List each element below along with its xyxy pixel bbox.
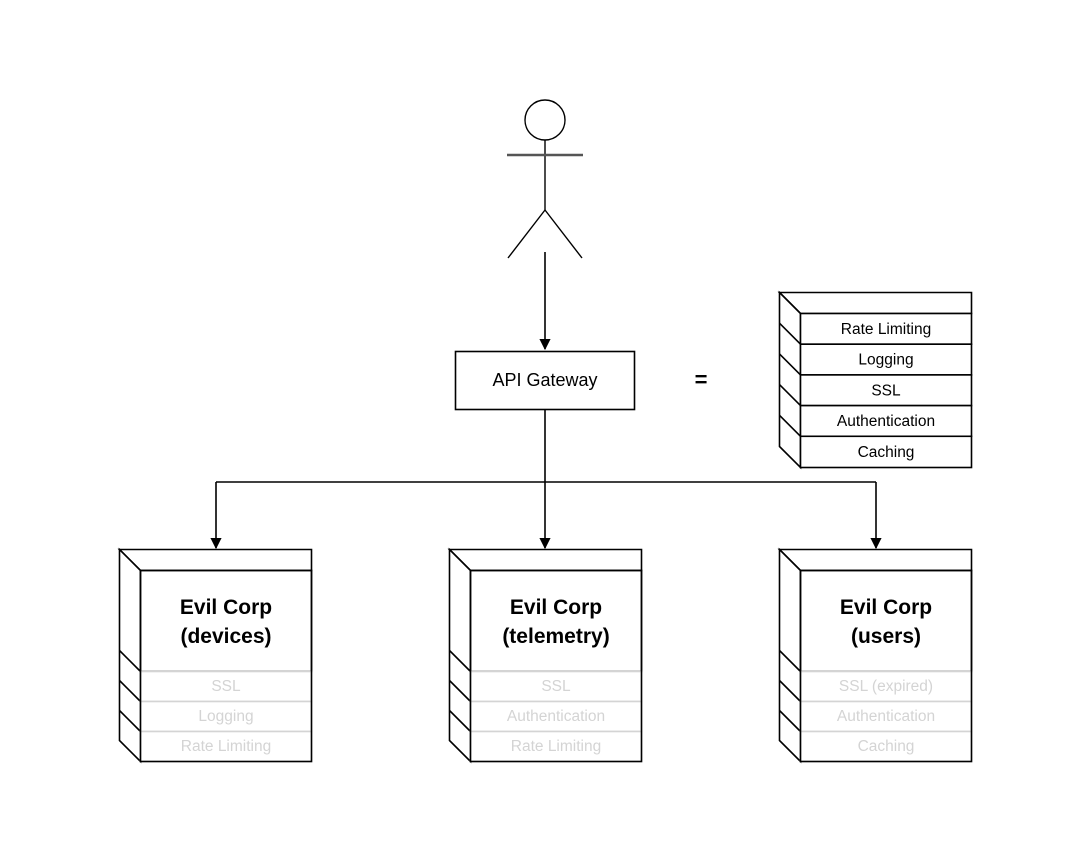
telemetry-layer-label-0: SSL (541, 678, 571, 695)
telemetry-top-face (447, 548, 643, 572)
telemetry-layer-row[interactable]: SSL (469, 670, 643, 703)
users-depth-line-3 (778, 709, 802, 733)
users-depth-line-1 (778, 649, 802, 673)
stack-layer-label-0: Rate Limiting (841, 321, 931, 338)
devices-layer-label-0: SSL (211, 678, 241, 695)
equals-symbol: = (695, 367, 708, 392)
stack-layer-row[interactable]: SSL (799, 374, 973, 407)
telemetry-front-outline (469, 569, 643, 763)
devices-layer-row[interactable]: SSL (139, 670, 313, 703)
users-layer-box-0 (799, 670, 973, 703)
api-gateway-node[interactable]: API Gateway (454, 350, 636, 411)
service-node-devices[interactable]: Evil Corp (devices) SSL Logging Rate Lim… (117, 547, 313, 764)
telemetry-layer-label-2: Rate Limiting (511, 738, 601, 755)
devices-layer-label-1: Logging (198, 708, 253, 725)
gateway-fanout-connectors (210, 410, 882, 550)
api-gateway-box (454, 350, 636, 411)
devices-layer-row[interactable]: Logging (139, 700, 313, 733)
users-left-face (778, 547, 802, 764)
users-layer-row[interactable]: Authentication (799, 700, 973, 733)
users-layer-label-2: Caching (858, 738, 915, 755)
service-node-users[interactable]: Evil Corp (users) SSL (expired) Authenti… (777, 547, 973, 764)
devices-layer-box-1 (139, 700, 313, 733)
stack-layer-row[interactable]: Logging (799, 343, 973, 376)
stack-layer-box-4 (799, 435, 973, 469)
stack-depth-line-3 (778, 384, 802, 407)
devices-depth-line-3 (118, 709, 142, 733)
stack-left-face (778, 290, 802, 470)
devices-layer-row[interactable]: Rate Limiting (139, 730, 313, 763)
devices-title-box (139, 569, 313, 673)
telemetry-title-line1: Evil Corp (510, 596, 602, 619)
telemetry-layer-row[interactable]: Authentication (469, 700, 643, 733)
users-depth-line-2 (778, 679, 802, 703)
stack-layer-row[interactable]: Authentication (799, 404, 973, 438)
devices-left-face (118, 547, 142, 764)
stack-layer-label-2: SSL (871, 382, 901, 399)
actor-leg-left (507, 209, 546, 259)
stack-depth-line-4 (778, 414, 802, 437)
users-layer-row[interactable]: SSL (expired) (799, 670, 973, 703)
stack-layer-row[interactable]: Caching (799, 435, 973, 469)
api-gateway-capabilities-stack[interactable]: Rate Limiting Logging SSL Authentication… (777, 290, 973, 470)
users-title-box (799, 569, 973, 673)
stack-layer-label-1: Logging (858, 352, 913, 369)
stack-layer-row[interactable]: Rate Limiting (799, 312, 973, 346)
telemetry-title-line2: (telemetry) (502, 625, 609, 648)
telemetry-title-box (469, 569, 643, 673)
users-layer-label-1: Authentication (837, 708, 935, 725)
devices-depth-line-1 (118, 649, 142, 673)
users-title-line2: (users) (851, 625, 921, 648)
stack-depth-line-2 (778, 353, 802, 376)
users-front-outline (799, 569, 973, 763)
stack-layer-label-3: Authentication (837, 413, 935, 430)
devices-depth-line-2 (118, 679, 142, 703)
stack-depth-line-1 (778, 322, 802, 345)
users-top-face (777, 548, 973, 572)
users-layer-label-0: SSL (expired) (839, 678, 933, 695)
devices-title-line1: Evil Corp (180, 596, 272, 619)
telemetry-depth-line-2 (448, 679, 472, 703)
actor-leg-right (544, 209, 583, 259)
telemetry-layer-row[interactable]: Rate Limiting (469, 730, 643, 763)
telemetry-left-face (448, 547, 472, 764)
api-gateway-label: API Gateway (492, 370, 597, 390)
users-title-line1: Evil Corp (840, 596, 932, 619)
devices-title-line2: (devices) (180, 625, 271, 648)
stack-layer-label-4: Caching (858, 444, 915, 461)
devices-layer-label-2: Rate Limiting (181, 738, 271, 755)
service-node-telemetry[interactable]: Evil Corp (telemetry) SSL Authentication… (447, 547, 643, 764)
telemetry-depth-line-3 (448, 709, 472, 733)
devices-top-face (117, 548, 313, 572)
user-actor[interactable] (507, 99, 583, 259)
stack-top-face (777, 291, 973, 315)
devices-front-outline (139, 569, 313, 763)
users-layer-row[interactable]: Caching (799, 730, 973, 763)
telemetry-layer-label-1: Authentication (507, 708, 605, 725)
telemetry-depth-line-1 (448, 649, 472, 673)
